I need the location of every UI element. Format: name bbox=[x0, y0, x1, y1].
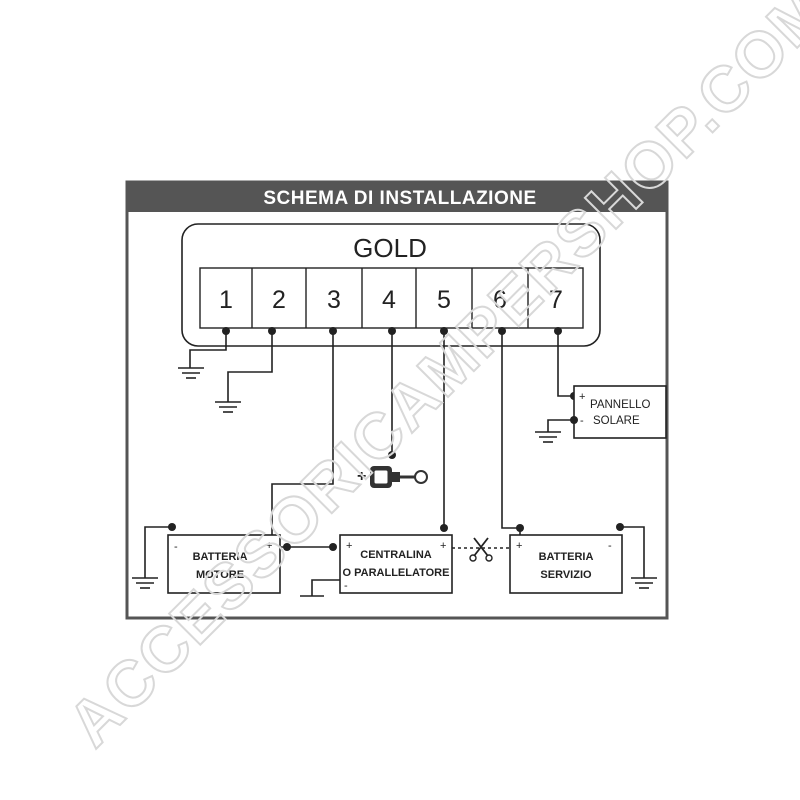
terminal-4-label: 4 bbox=[382, 286, 396, 314]
battery-service-label-1: BATTERIA bbox=[539, 551, 594, 563]
header-band bbox=[127, 182, 667, 212]
ignition-plus-sign: + bbox=[357, 468, 366, 485]
terminal-6-label: 6 bbox=[493, 286, 507, 314]
solar-panel-label-2: SOLARE bbox=[593, 415, 640, 427]
wire-battery-engine-ground bbox=[144, 523, 176, 578]
battery-service-plus: + bbox=[516, 540, 522, 552]
battery-service-minus: - bbox=[608, 540, 612, 552]
ground-symbol-icon bbox=[535, 431, 561, 443]
battery-service-label-2: SERVIZIO bbox=[540, 569, 592, 581]
wire-terminal-4-ignition bbox=[388, 331, 396, 459]
battery-engine-label-1: BATTERIA bbox=[193, 551, 248, 563]
controller-label-1: CENTRALINA bbox=[360, 549, 432, 561]
controller-plus-left: + bbox=[346, 540, 352, 552]
solar-panel-plus: + bbox=[579, 391, 585, 403]
controller-minus: - bbox=[344, 580, 348, 592]
controller-plus-right: + bbox=[440, 540, 446, 552]
wire-battery-engine-controller bbox=[280, 543, 337, 551]
wire-terminal-1-ground bbox=[189, 331, 227, 368]
gold-unit-box bbox=[181, 223, 601, 347]
wire-terminal-2-ground bbox=[227, 331, 273, 402]
wire-terminal-3-battery-engine bbox=[271, 331, 334, 540]
wire-terminal-6-battery-service bbox=[501, 331, 524, 540]
battery-engine-box: - + BATTERIA MOTORE bbox=[167, 534, 281, 594]
ground-symbol-icon bbox=[132, 577, 158, 589]
wire-solar-ground bbox=[547, 416, 578, 432]
controller-label-2: O PARALLELATORE bbox=[343, 567, 450, 579]
terminal-7-label: 7 bbox=[549, 286, 563, 314]
wire-controller-ground bbox=[300, 579, 340, 597]
solar-panel-label-1: PANNELLO bbox=[590, 399, 651, 411]
ground-symbol-icon bbox=[631, 577, 657, 589]
wire-battery-service-ground bbox=[616, 523, 645, 578]
terminal-3-label: 3 bbox=[327, 286, 341, 314]
ignition-key-icon bbox=[370, 466, 428, 488]
battery-service-box: + - BATTERIA SERVIZIO bbox=[509, 534, 623, 594]
controller-box: + + - CENTRALINA O PARALLELATORE bbox=[339, 534, 453, 594]
diagram-title: SCHEMA DI INSTALLAZIONE bbox=[263, 188, 536, 209]
battery-engine-minus: - bbox=[174, 541, 178, 553]
solar-panel-box: + - PANNELLO SOLARE bbox=[573, 385, 667, 439]
terminal-1-label: 1 bbox=[219, 286, 233, 314]
terminal-2-label: 2 bbox=[272, 286, 286, 314]
terminal-block: 1 2 3 4 5 6 7 bbox=[199, 267, 584, 329]
ground-symbol-icon bbox=[215, 401, 241, 413]
battery-engine-label-2: MOTORE bbox=[196, 569, 244, 581]
solar-panel-minus: - bbox=[580, 415, 584, 427]
gold-unit-label: GOLD bbox=[353, 233, 427, 263]
terminal-5-label: 5 bbox=[437, 286, 451, 314]
scissors-cut-icon bbox=[469, 537, 493, 562]
battery-engine-plus: + bbox=[266, 540, 272, 552]
wire-terminal-5-controller bbox=[440, 331, 448, 532]
ground-symbol-icon bbox=[178, 367, 204, 379]
